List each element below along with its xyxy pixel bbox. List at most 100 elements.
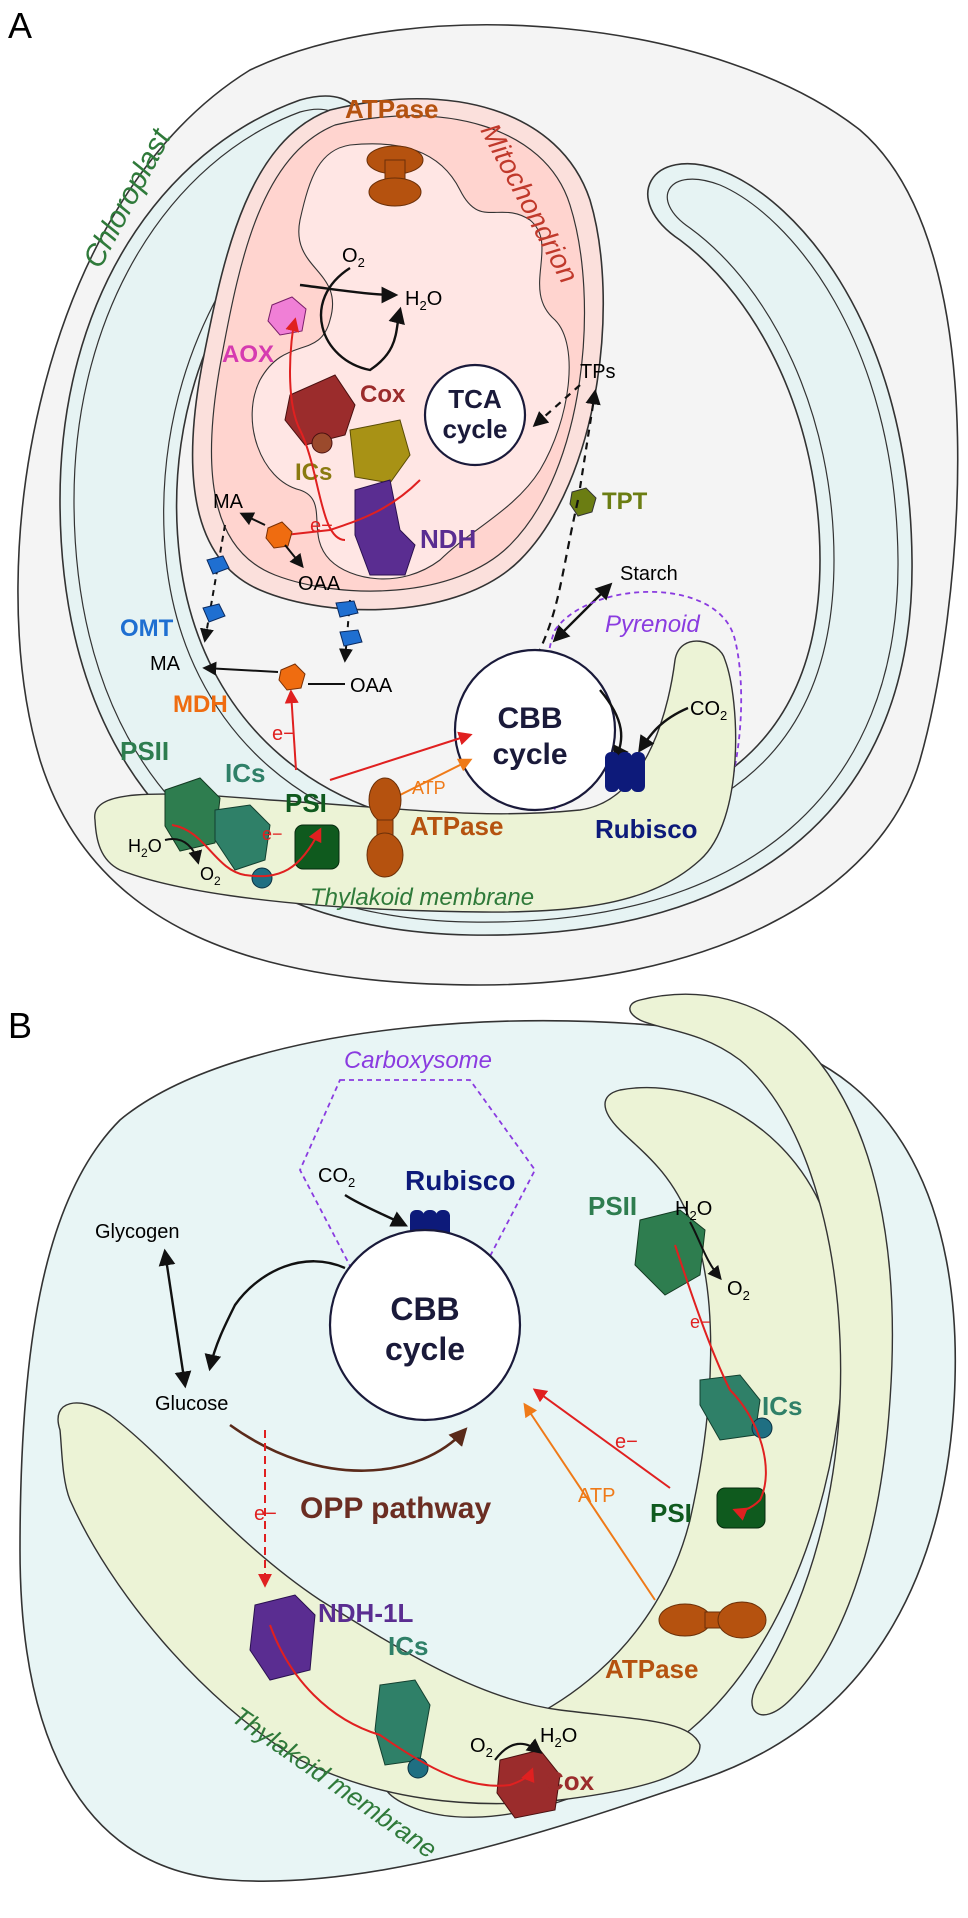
panel-b-letter: B <box>8 1005 32 1046</box>
cp-pc-icon <box>251 867 273 889</box>
cp-ma-label: MA <box>150 653 181 675</box>
ndh1l-shape <box>249 1594 316 1681</box>
mito-h2o-arrow <box>299 283 399 304</box>
b-cox-water-arrow <box>494 1738 543 1761</box>
omt-shape-2 <box>202 603 226 623</box>
thylakoid-b-far-right <box>629 993 894 1716</box>
b-pc-bottom-icon <box>407 1757 429 1779</box>
glucose-electron-label: e− <box>254 1503 277 1525</box>
b-atp-label: ATP <box>578 1485 615 1507</box>
mito-atpase <box>366 145 424 207</box>
mito-ndh-label: NDH <box>420 524 476 554</box>
panel-b: B Carboxysome CO2 Rubisco CBB cycle Glyc… <box>8 993 957 1882</box>
omt-shape-1 <box>206 555 230 575</box>
b-co2-arrow <box>344 1194 409 1227</box>
cbb-a-circle <box>453 648 617 812</box>
omt-ma-arrow <box>200 524 226 643</box>
mito-cox-label: Cox <box>360 381 406 408</box>
mito-o2-arrow <box>319 266 405 372</box>
b-atpase-label: ATPase <box>605 1654 698 1684</box>
mito-tca-electron-path <box>284 479 421 536</box>
omt-label: OMT <box>120 615 174 642</box>
cbb-a-label-2: cycle <box>492 738 567 771</box>
cp-oaa-label: OAA <box>350 675 393 697</box>
mito-oaa-label: OAA <box>298 573 341 595</box>
b-atpase-icon <box>658 1601 767 1639</box>
cp-atpase-icon <box>366 777 404 878</box>
b-ics-bottom-shape <box>374 1679 431 1766</box>
tps-to-tca-arrow <box>532 384 581 428</box>
cp-mdh-to-ma-arrow <box>202 661 279 676</box>
glycogen-glucose-arrow <box>158 1248 192 1389</box>
cbb-b-label-2: cycle <box>385 1331 465 1367</box>
b-psi-electron-label: e− <box>615 1431 638 1453</box>
tpt-shape <box>569 487 597 517</box>
mito-electron-label: e− <box>310 515 333 537</box>
b-psii-shape <box>634 1209 706 1296</box>
cp-atpase-label: ATPase <box>410 811 503 841</box>
tca-circle <box>423 363 527 467</box>
starch-label: Starch <box>620 563 678 585</box>
tca-label-2: cycle <box>442 414 507 444</box>
b-right-electron-label-1: e− <box>690 1312 711 1332</box>
b-cox-h2o-label: H2O <box>540 1725 577 1750</box>
cp-rubisco-label: Rubisco <box>595 814 698 844</box>
cbb-a-label-1: CBB <box>498 702 563 735</box>
cbb-b-label-1: CBB <box>390 1291 459 1327</box>
mito-mdh-shape <box>265 521 293 549</box>
glucose-label: Glucose <box>155 1393 228 1415</box>
tpt-to-tps-arrow <box>578 388 601 489</box>
b-bottom-electron-path <box>269 1624 535 1787</box>
thylakoid-a-label: Thylakoid membrane <box>310 884 534 911</box>
cp-psii-water-arrow <box>164 838 203 865</box>
atp-to-cbb-arrow <box>389 758 473 801</box>
cp-mdh-shape <box>278 663 306 691</box>
mito-electron-path <box>285 317 346 541</box>
omt-shape-4 <box>339 629 363 647</box>
b-psii-label: PSII <box>588 1191 637 1221</box>
cp-co2-arrow <box>638 706 689 753</box>
carboxysome-label: Carboxysome <box>344 1047 492 1074</box>
b-cox-label: Cox <box>545 1766 595 1796</box>
b-psi-to-cbb-arrow <box>532 1388 671 1489</box>
cp-psi-label: PSI <box>285 788 327 818</box>
b-rubisco-label: Rubisco <box>405 1165 515 1196</box>
b-atp-to-cbb-arrow <box>523 1402 656 1601</box>
mitochondrion-cristae <box>251 143 570 580</box>
cp-psii-shape <box>164 777 221 852</box>
pyrenoid-label: Pyrenoid <box>605 611 700 638</box>
cp-rubisco-icon <box>605 752 645 792</box>
cp-electron-path <box>171 824 322 878</box>
b-right-electron-path <box>674 1244 767 1521</box>
cp-psi-shape <box>294 824 340 870</box>
cp-atp-label: ATP <box>412 778 446 798</box>
cp-psii-label: PSII <box>120 736 169 766</box>
tpt-label: TPT <box>602 488 648 515</box>
mito-atpase-label: ATPase <box>345 94 438 124</box>
pyrenoid-boundary <box>546 591 743 885</box>
cp-ics-label: ICs <box>225 758 265 788</box>
b-psi-label: PSI <box>650 1498 692 1528</box>
cbb-to-glucose-arrow <box>204 1260 346 1372</box>
omt-shape-3 <box>335 600 359 618</box>
mito-cytc-icon <box>311 432 333 454</box>
mito-mdh-to-oaa-arrow <box>284 544 304 569</box>
b-ics-bottom-label: ICs <box>388 1631 428 1661</box>
starch-cbb-arrow <box>552 582 613 643</box>
mito-ics-shape <box>349 419 411 484</box>
psi-to-cbb-electron-arrow <box>329 731 473 781</box>
tps-label: TPs <box>580 361 616 383</box>
tca-label-1: TCA <box>448 384 502 414</box>
opp-pathway-label: OPP pathway <box>300 1492 491 1525</box>
panel-a: A Chloroplast Mitochondrion ATPase O2 H2… <box>8 5 959 986</box>
cbb-a-cycle-arrow <box>599 689 629 764</box>
mito-mdh-to-ma-arrow <box>239 512 266 526</box>
ndh1l-label: NDH-1L <box>318 1598 413 1628</box>
b-ics-right-label: ICs <box>762 1391 802 1421</box>
glycogen-label: Glycogen <box>95 1221 180 1243</box>
cp-ics-shape <box>214 804 271 871</box>
b-psii-water-arrow <box>689 1221 722 1281</box>
b-psi-shape <box>716 1487 766 1529</box>
cp-mdh-electron-arrow <box>284 689 299 771</box>
